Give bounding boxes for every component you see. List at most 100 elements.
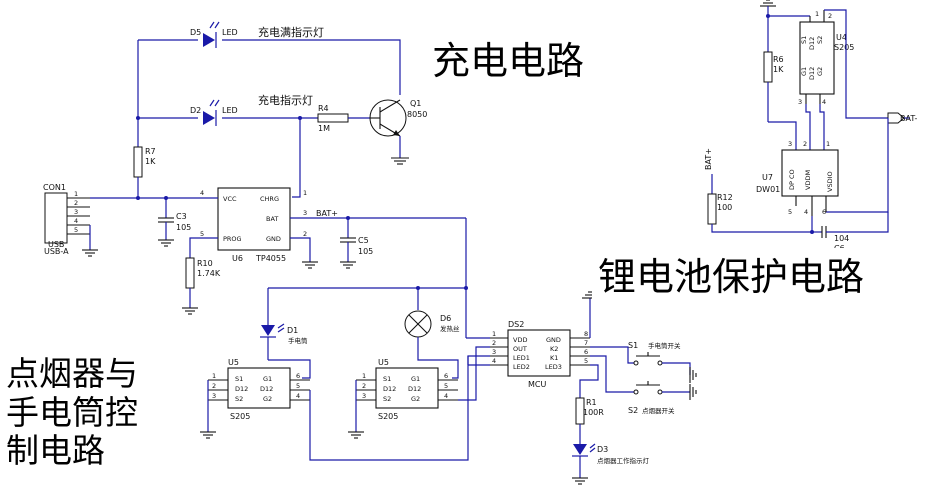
top-ground	[760, 0, 776, 7]
r1-value: 100R	[583, 408, 604, 417]
u7-type: DW01	[756, 185, 780, 194]
mcu-ds2-chip	[507, 329, 571, 377]
u7-num-5: 5	[788, 208, 792, 216]
d3-ground	[572, 477, 588, 485]
mcu-num-1: 1	[492, 330, 496, 338]
bat-plus-vertical-net: BAT+	[704, 148, 713, 170]
u4-label: U4	[836, 33, 847, 42]
u6-type: TP4055	[255, 254, 286, 263]
r10-resistor	[185, 257, 195, 289]
d1-led	[260, 323, 285, 338]
u5b-num-4: 4	[444, 392, 448, 400]
mcu-pin-vdd: VDD	[513, 336, 527, 344]
d3-label: D3	[597, 445, 608, 454]
mcu-pin-k2: K2	[550, 345, 558, 353]
d6-heater-lamp	[404, 310, 432, 338]
q1-transistor	[369, 99, 407, 137]
mcu-pin-led1: LED1	[513, 354, 530, 362]
u5a-pin-g2: G2	[263, 395, 272, 403]
lighter-switch-note: 点烟器开关	[642, 406, 675, 415]
u7-label: U7	[762, 173, 773, 182]
u5a-pin-s1: S1	[235, 375, 243, 383]
s1-ground	[689, 367, 697, 383]
r1-label: R1	[586, 398, 597, 407]
li-title-bg	[592, 248, 948, 336]
bat-minus-net: BAT-	[900, 114, 917, 123]
mcu-pin-out: OUT	[513, 345, 527, 353]
u5b-label: U5	[378, 358, 389, 367]
u5b-num-2: 2	[362, 382, 366, 390]
u4-type: S205	[834, 43, 854, 52]
q1-type: 8050	[407, 110, 427, 119]
u5a-num-4: 4	[296, 392, 300, 400]
u6-pin-bat: BAT	[266, 215, 278, 223]
con1-pin-3: 3	[74, 208, 78, 216]
c5-label: C5	[358, 236, 369, 245]
r7-resistor	[133, 146, 143, 178]
c3-ground	[158, 239, 174, 247]
r7-label: R7	[145, 147, 156, 156]
u7-pin-dpco: DP CO	[788, 169, 796, 190]
u6-pin-gnd: GND	[266, 235, 281, 243]
u4-num-3: 3	[798, 98, 802, 106]
u5b-num-6: 6	[444, 372, 448, 380]
c3-label: C3	[176, 212, 187, 221]
mcu-num-4: 4	[492, 357, 496, 365]
mcu-pin-led3: LED3	[545, 363, 562, 371]
c5-ground	[340, 261, 356, 269]
u7-num-2: 2	[803, 140, 807, 148]
u5b-pin-d12-left: D12	[383, 385, 396, 393]
u5b-pin-s2: S2	[383, 395, 391, 403]
u6-label: U6	[232, 254, 243, 263]
charge-title-bg	[428, 30, 698, 170]
mcu-pin-gnd: GND	[546, 336, 561, 344]
r10-label: R10	[197, 259, 213, 268]
u7-pin-vsdio: VSDIO	[826, 171, 834, 192]
u4-num-4: 4	[822, 98, 826, 106]
d2-type: LED	[222, 106, 238, 115]
s1-label: S1	[628, 341, 638, 350]
heater-note: 发热丝	[440, 324, 460, 333]
s2-switch[interactable]	[633, 381, 663, 395]
u6-pin-num-prog: 5	[200, 230, 204, 238]
u6-chip	[217, 187, 291, 251]
r10-ground	[182, 307, 198, 315]
lighter-title-line3: 制电路	[6, 431, 105, 470]
d5-led	[203, 21, 220, 48]
u5a-pin-s2: S2	[235, 395, 243, 403]
mcu-pin-led2: LED2	[513, 363, 530, 371]
flashlight-switch-note: 手电筒开关	[648, 341, 681, 350]
r12-label: R12	[717, 193, 733, 202]
con1-label: CON1	[43, 183, 66, 192]
d1-label: D1	[287, 326, 298, 335]
u5a-pin-d12-left: D12	[235, 385, 248, 393]
d5-label: D5	[190, 28, 201, 37]
mcu-num-7: 7	[584, 339, 588, 347]
u6-pin-num-chrg: 1	[303, 189, 307, 197]
con1-ground	[82, 249, 98, 257]
lighter-title-bg	[0, 352, 180, 486]
d6-label: D6	[440, 314, 451, 323]
u5b-pin-d12-right: D12	[408, 385, 421, 393]
u4-pin-s1: S1	[800, 36, 808, 44]
s1-switch[interactable]	[633, 352, 663, 366]
d2-led	[203, 99, 220, 126]
u5b-pin-s1: S1	[383, 375, 391, 383]
charging-circuit: D5 LED 充电满指示灯 D2 LED 充电指示灯 R4 1M	[43, 21, 466, 315]
lighter-title-line2: 手电筒控	[6, 393, 138, 432]
li-protection-title: 锂电池保护电路	[598, 255, 864, 299]
u7-chip	[781, 149, 839, 197]
con1-pin-4: 4	[74, 217, 78, 225]
u7-num-3: 3	[788, 140, 792, 148]
q1-label: Q1	[410, 99, 421, 108]
u5b-num-3: 3	[362, 392, 366, 400]
mcu-num-3: 3	[492, 348, 496, 356]
r6-label: R6	[773, 55, 784, 64]
charge-indicator-note: 充电指示灯	[258, 93, 313, 107]
con1-connector	[44, 192, 68, 244]
con1-pin-2: 2	[74, 199, 78, 207]
u5a-num-6: 6	[296, 372, 300, 380]
u5a-pin-d12-right: D12	[260, 385, 273, 393]
d5-type: LED	[222, 28, 238, 37]
u4-pin-g1: G1	[800, 67, 808, 76]
